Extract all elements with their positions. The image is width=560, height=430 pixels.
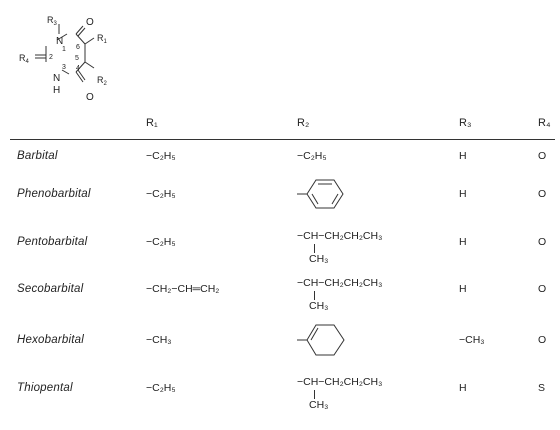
ring-num-3: 3 (62, 64, 66, 71)
phenyl-ring-icon (297, 179, 344, 209)
table-row: Hexobarbital −CH₃ −CH₃ O (0, 324, 560, 382)
drug-name: Pentobarbital (17, 236, 88, 248)
r2-branch-value: CH₃ (309, 399, 329, 411)
header-rule (10, 139, 555, 140)
ring-num-2: 2 (49, 54, 53, 61)
branch-bond (314, 244, 315, 253)
r1-value: −C₂H₅ (146, 150, 176, 162)
branch-bond (314, 390, 315, 399)
r2-value: −CH−CH₂CH₂CH₃ (297, 277, 383, 289)
r1-label: R1 (97, 33, 108, 45)
table-row: Barbital −C₂H₅ −C₂H₅ H O (0, 150, 560, 198)
drug-name: Phenobarbital (17, 188, 91, 200)
r3-value: H (459, 382, 467, 394)
drug-name: Barbital (17, 150, 58, 162)
header-r4: R₄ (538, 117, 551, 129)
r4-value: O (538, 188, 547, 200)
r4-value: O (538, 334, 547, 346)
r1-value: −CH₂−CH═CH₂ (146, 283, 220, 295)
r3-value: H (459, 236, 467, 248)
o-top-atom: O (86, 17, 94, 28)
table-row: Secobarbital −CH₂−CH═CH₂ −CH−CH₂CH₂CH₃ C… (0, 277, 560, 331)
r1-value: −CH₃ (146, 334, 172, 346)
drug-name: Secobarbital (17, 283, 84, 295)
r2-branch-value: CH₃ (309, 253, 329, 265)
h-atom: H (53, 85, 60, 96)
n1-atom: N (56, 36, 63, 47)
table-row: Phenobarbital −C₂H₅ H O (0, 179, 560, 234)
r2-label: R2 (97, 75, 108, 87)
r4-value: S (538, 382, 546, 394)
table-row: Thiopental −C₂H₅ −CH−CH₂CH₂CH₃ CH₃ H S (0, 376, 560, 430)
r3-value: H (459, 283, 467, 295)
r4-value: O (538, 283, 547, 295)
ring-num-1: 1 (62, 46, 66, 53)
header-r2: R₂ (297, 117, 310, 129)
ring-num-6: 6 (76, 44, 80, 51)
r2-value: −C₂H₅ (297, 150, 327, 162)
o-bottom-atom: O (86, 92, 94, 103)
branch-bond (314, 291, 315, 300)
header-r3: R₃ (459, 117, 472, 129)
r4-value: O (538, 236, 547, 248)
r3-value: H (459, 150, 467, 162)
r3-label: R3 (47, 15, 58, 27)
table-row: Pentobarbital −C₂H₅ −CH−CH₂CH₂CH₃ CH₃ H … (0, 230, 560, 284)
r4-value: O (538, 150, 547, 162)
r4-label: R4 (19, 53, 30, 65)
n3-atom: N (53, 73, 60, 84)
r1-value: −C₂H₅ (146, 236, 176, 248)
ring-num-5: 5 (75, 55, 79, 62)
ring-num-4: 4 (76, 65, 80, 72)
drug-name: Thiopental (17, 382, 73, 394)
r2-value: −CH−CH₂CH₂CH₃ (297, 376, 383, 388)
header-r1: R₁ (146, 117, 158, 129)
r1-value: −C₂H₅ (146, 382, 176, 394)
r2-branch-value: CH₃ (309, 300, 329, 312)
r3-value: −CH₃ (459, 334, 485, 346)
drug-name: Hexobarbital (17, 334, 84, 346)
r2-value: −CH−CH₂CH₂CH₃ (297, 230, 383, 242)
barbiturate-core-structure: R3 N O 1 6 R1 R4 2 5 3 4 N H O R2 (19, 15, 108, 103)
cyclohexenyl-ring-icon (297, 324, 345, 356)
r1-value: −C₂H₅ (146, 188, 176, 200)
r3-value: H (459, 188, 467, 200)
